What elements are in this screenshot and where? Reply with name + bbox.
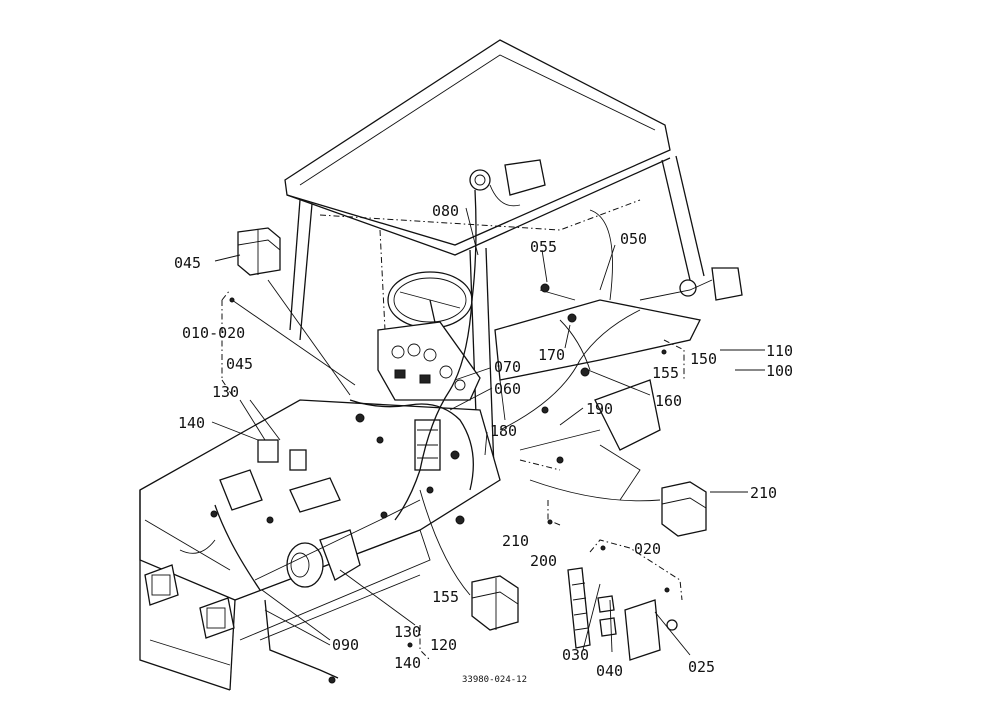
callout-155-top: 155 bbox=[652, 364, 679, 382]
callout-150: 150 bbox=[690, 350, 717, 368]
callout-010-020: 010-020 bbox=[182, 324, 245, 342]
callout-040: 040 bbox=[596, 662, 623, 680]
main-harness bbox=[179, 189, 641, 684]
callout-110: 110 bbox=[766, 342, 793, 360]
callout-020: 020 bbox=[634, 540, 661, 558]
callout-080: 080 bbox=[432, 202, 459, 220]
relay-210 bbox=[661, 481, 707, 537]
callout-060: 060 bbox=[494, 380, 521, 398]
callout-045-top: 045 bbox=[174, 254, 201, 272]
relay-045 bbox=[237, 227, 281, 276]
cab-frame bbox=[289, 155, 705, 471]
callout-045-bracket: 045 bbox=[226, 355, 253, 373]
fuse-box-020 bbox=[567, 539, 683, 661]
headlights bbox=[144, 564, 235, 639]
callout-025: 025 bbox=[688, 658, 715, 676]
rear-lamps bbox=[469, 159, 743, 301]
callout-160: 160 bbox=[655, 392, 682, 410]
group-brackets bbox=[221, 289, 685, 661]
figure-code: 33980-024-12 bbox=[462, 675, 527, 685]
callout-055: 055 bbox=[530, 238, 557, 256]
callout-030: 030 bbox=[562, 646, 589, 664]
callout-210-lower: 210 bbox=[502, 532, 529, 550]
dashboard bbox=[377, 321, 481, 401]
callout-140-bottom: 140 bbox=[394, 654, 421, 672]
callout-170: 170 bbox=[538, 346, 565, 364]
relay-155 bbox=[471, 575, 519, 631]
cab-roof bbox=[284, 39, 671, 256]
callout-180: 180 bbox=[490, 422, 517, 440]
callout-210-right: 210 bbox=[750, 484, 777, 502]
callout-070: 070 bbox=[494, 358, 521, 376]
callout-130-top: 130 bbox=[212, 383, 239, 401]
callout-050: 050 bbox=[620, 230, 647, 248]
starter-motor bbox=[219, 469, 361, 588]
callout-140-top: 140 bbox=[178, 414, 205, 432]
leader-lines bbox=[211, 207, 765, 656]
callout-200: 200 bbox=[530, 552, 557, 570]
callout-155-bottom: 155 bbox=[432, 588, 459, 606]
callout-120: 120 bbox=[430, 636, 457, 654]
rear-fender bbox=[494, 299, 701, 502]
callout-130-bottom: 130 bbox=[394, 623, 421, 641]
bracket-dots bbox=[229, 297, 670, 648]
callout-100: 100 bbox=[766, 362, 793, 380]
callout-090: 090 bbox=[332, 636, 359, 654]
callout-190: 190 bbox=[586, 400, 613, 418]
battery-connectors bbox=[257, 419, 441, 471]
callout-labels: 080 055 050 045 010-020 045 130 140 070 … bbox=[174, 202, 793, 680]
